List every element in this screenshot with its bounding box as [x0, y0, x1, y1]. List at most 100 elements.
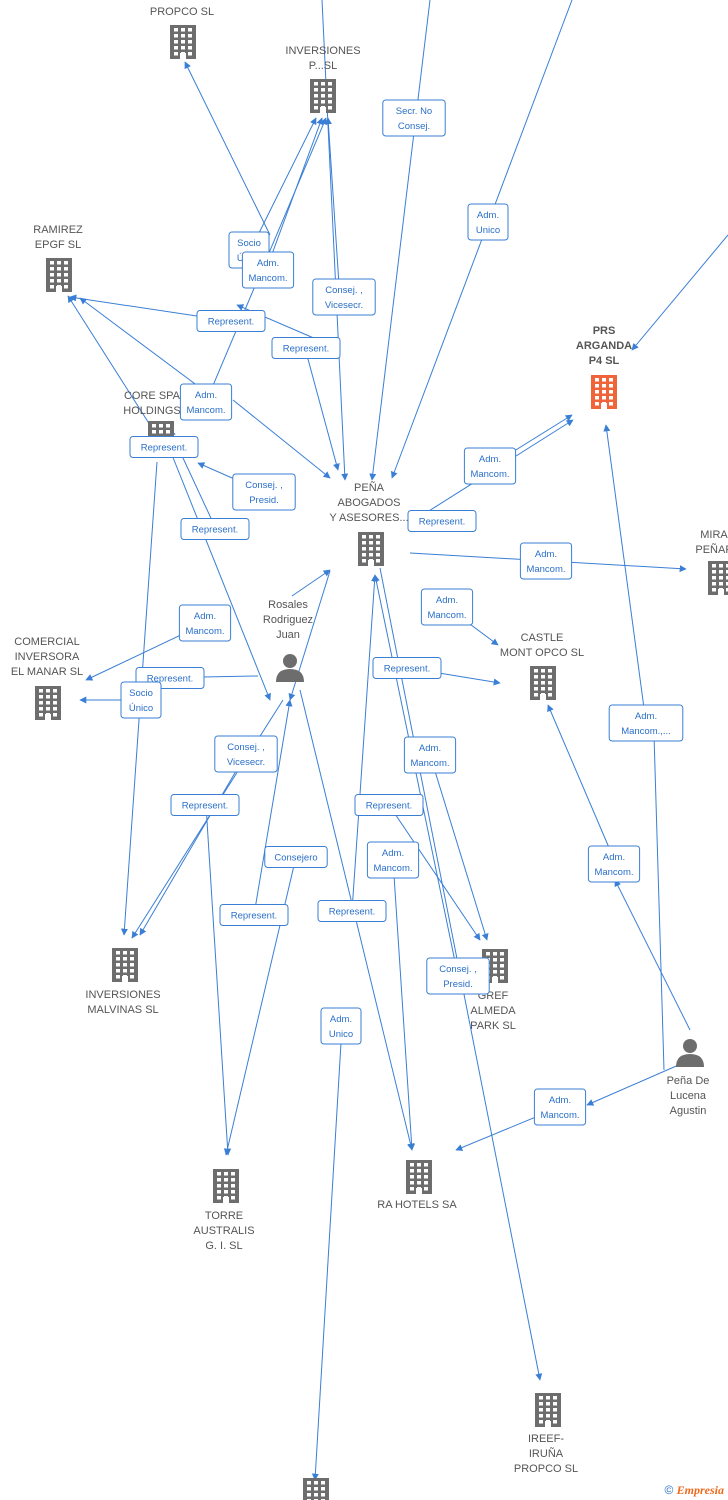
- node-bottom[interactable]: [303, 1478, 329, 1500]
- edge-label[interactable]: Adm.Unico: [467, 203, 509, 241]
- edge-label-text: Consej.: [398, 121, 430, 132]
- edge-line: [351, 574, 379, 912]
- edge-label-text: Adm.: [194, 611, 216, 622]
- edge-label[interactable]: Consej. ,Vicesecr.: [312, 278, 376, 316]
- brand-logo: Empresia: [676, 1483, 724, 1497]
- edge-line: [291, 569, 331, 597]
- node-label: PARK SL: [470, 1020, 516, 1032]
- edge-label[interactable]: Represent.: [407, 510, 477, 532]
- node-label: COMERCIAL: [14, 636, 79, 648]
- edge-label-text: Mancom.: [540, 1110, 579, 1121]
- node-label: TORRE: [205, 1210, 243, 1222]
- edge-label-text: Vicesecr.: [227, 757, 265, 768]
- edge-label[interactable]: Consejero: [264, 846, 328, 868]
- edge-label-text: Represent.: [208, 317, 254, 328]
- edge-label[interactable]: Adm.Mancom.: [519, 542, 573, 580]
- edge-label[interactable]: Adm.Mancom.: [420, 588, 474, 626]
- node-ra-hotels[interactable]: RA HOTELS SA: [377, 1160, 457, 1211]
- edge-label[interactable]: Represent.: [317, 900, 387, 922]
- edge-label-text: Represent.: [141, 443, 187, 454]
- node-propco[interactable]: PROPCO SL: [150, 6, 214, 59]
- edge-label[interactable]: Consej. ,Vicesecr.: [214, 735, 278, 773]
- edge-label[interactable]: Adm.Mancom.: [179, 383, 233, 421]
- edge-line: [631, 234, 728, 351]
- edge-line: [586, 1059, 691, 1106]
- edge-line: [257, 117, 317, 236]
- edge-label[interactable]: Adm.Mancom.: [533, 1088, 587, 1126]
- edge-label-text: Mancom.: [248, 273, 287, 284]
- node-label: Lucena: [670, 1090, 707, 1102]
- edge-label[interactable]: Secr. No Consej.: [382, 99, 446, 137]
- edge-label-text: Represent.: [329, 907, 375, 918]
- node-label: P...SL: [309, 60, 338, 72]
- edge-label[interactable]: Adm.Mancom.: [587, 845, 641, 883]
- edge-line: [253, 699, 293, 916]
- building-icon: [406, 1160, 432, 1194]
- edge-line: [205, 804, 232, 1156]
- edge-label[interactable]: Consej. ,Presid.: [426, 957, 490, 995]
- edge-label[interactable]: Adm.Mancom.: [403, 736, 457, 774]
- edge-label-text: Represent.: [384, 664, 430, 675]
- edge-label-text: Consej. ,: [439, 964, 477, 975]
- edge-label[interactable]: Represent.: [170, 794, 240, 816]
- edge-label[interactable]: Represent.: [354, 794, 424, 816]
- node-label: ARGANDA: [576, 340, 632, 352]
- building-icon: [170, 25, 196, 59]
- node-label: ABOGADOS: [338, 497, 401, 509]
- edge-label[interactable]: Adm.Mancom.,...: [608, 704, 684, 742]
- edge-line: [324, 117, 341, 301]
- edge-line: [224, 856, 297, 1156]
- node-label: EPGF SL: [35, 239, 81, 251]
- edge-label[interactable]: Represent.: [196, 310, 266, 332]
- node-label: RA HOTELS SA: [377, 1199, 457, 1211]
- edge-label-text: Adm.: [479, 454, 501, 465]
- edge-label-text: Socio: [237, 238, 261, 249]
- edge-label-text: Adm.: [382, 848, 404, 859]
- edge-label-text: Adm.: [195, 390, 217, 401]
- building-icon: [213, 1169, 239, 1203]
- node-label: EL MANAR SL: [11, 666, 83, 678]
- building-icon: [708, 561, 728, 595]
- edge-label[interactable]: Adm.Mancom.: [366, 841, 420, 879]
- edge-line: [171, 454, 271, 701]
- edge-label[interactable]: Adm.Unico: [320, 1007, 362, 1045]
- edge-label[interactable]: Represent.: [271, 337, 341, 359]
- edge-label[interactable]: Represent.: [372, 657, 442, 679]
- node-label: ALMEDA: [470, 1005, 516, 1017]
- edge-label[interactable]: Adm.Mancom.: [241, 251, 295, 289]
- edge-label[interactable]: Represent.: [129, 436, 199, 458]
- copyright-symbol: ©: [664, 1483, 674, 1497]
- edge-label[interactable]: Represent.: [219, 904, 289, 926]
- building-icon: [46, 258, 72, 292]
- edge-label-text: Mancom.: [185, 626, 224, 637]
- edge-label-text: Vicesecr.: [325, 300, 363, 311]
- edge-label[interactable]: Adm.Mancom.: [463, 447, 517, 485]
- edge-line: [304, 347, 340, 471]
- edge-line: [429, 754, 489, 941]
- node-label: IREEF-: [528, 1433, 564, 1445]
- node-label: PROPCO SL: [150, 6, 214, 18]
- node-label: G. I. SL: [205, 1240, 242, 1252]
- node-label: INVERSORA: [15, 651, 80, 663]
- edge-label[interactable]: Adm. Mancom.: [178, 604, 232, 642]
- node-comercial[interactable]: COMERCIAL INVERSORA EL MANAR SL: [11, 636, 83, 720]
- node-mirar[interactable]: MIRANPEÑARA: [695, 529, 728, 595]
- edge-label[interactable]: Consej. ,Presid.: [232, 473, 296, 511]
- edge-label-text: Secr. No: [396, 106, 432, 117]
- edge-line: [603, 424, 647, 724]
- node-label: Rosales: [268, 599, 308, 611]
- edge-label-text: Socio: [129, 688, 153, 699]
- edge-label[interactable]: Represent.: [180, 518, 250, 540]
